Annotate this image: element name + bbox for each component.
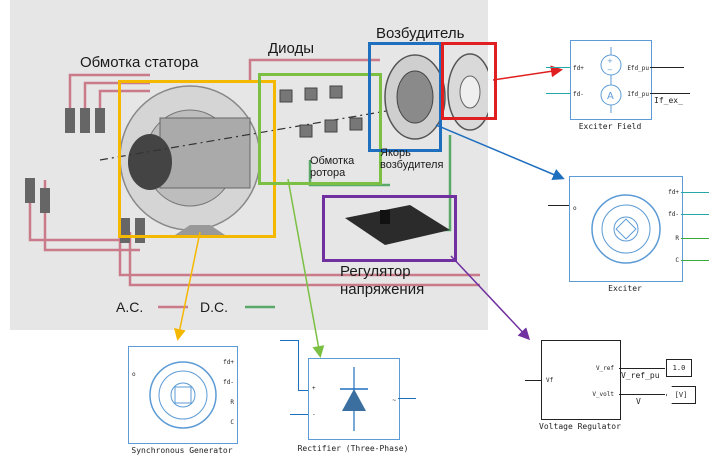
stator-machine xyxy=(119,85,261,235)
regulator-highlight-box xyxy=(322,195,457,262)
rectifier-wire-ac xyxy=(398,398,416,399)
shaft-axis xyxy=(99,94,481,161)
exciter-disc xyxy=(384,53,493,140)
rotor-winding-label: Обмотка ротора xyxy=(310,155,354,179)
exciter-port-left: o xyxy=(573,205,577,212)
rectifier-block[interactable]: + - ~ xyxy=(308,358,400,440)
diode-bridge xyxy=(279,85,363,138)
exciter-field-wire-fdm xyxy=(546,93,570,94)
exciter-field-wire-fdp xyxy=(546,67,570,68)
synchronous-generator-block[interactable]: o fd+ fd- R C xyxy=(128,346,238,444)
exciter-wire-left xyxy=(548,205,569,206)
exciter-field-port-fdm: fd- xyxy=(573,91,584,98)
exciter-field-highlight-box xyxy=(441,42,497,120)
generator-port-fdp: fd+ xyxy=(223,359,234,366)
exciter-field-wire-efd xyxy=(650,67,684,68)
regulator-meas-label: V xyxy=(636,397,641,406)
generator-caption: Synchronous Generator xyxy=(131,446,233,455)
rotor-winding-line2: ротора xyxy=(310,167,346,179)
regulator-caption: Voltage Regulator xyxy=(539,422,621,431)
regulator-wire-vref xyxy=(619,368,665,369)
regulator-board xyxy=(345,205,450,245)
regulator-port-vf: Vf xyxy=(546,377,554,384)
rectifier-wire-minus xyxy=(290,414,308,415)
arrow-rectifier xyxy=(287,178,325,358)
exciter-armature-line1: Якорь xyxy=(380,147,411,159)
exciter-field-signal-label: If_ex_ xyxy=(654,96,683,105)
terminals xyxy=(25,108,145,243)
rotor-winding-line1: Обмотка xyxy=(310,155,355,167)
exciter-wire-fdp xyxy=(681,192,709,193)
legend-dc-label: D.C. xyxy=(200,299,228,315)
stator-label: Обмотка статора xyxy=(80,54,199,71)
svg-text:−: − xyxy=(607,66,613,74)
exciter-field-caption: Exciter Field xyxy=(578,122,642,131)
exciter-wire-fdm xyxy=(681,214,709,215)
exciter-port-c: C xyxy=(675,257,679,264)
regulator-wire-vvolt xyxy=(619,394,665,395)
diodes-label: Диоды xyxy=(268,40,315,57)
rectifier-port-plus: + xyxy=(312,385,316,392)
regulator-meas-tag[interactable]: [V] xyxy=(666,386,696,404)
regulator-line1: Регулятор xyxy=(340,263,411,280)
svg-text:A: A xyxy=(607,91,614,102)
exciter-highlight-box xyxy=(368,42,442,152)
exciter-field-port-ifd: Ifd_pu xyxy=(627,91,649,98)
regulator-ref-label: V_ref_pu xyxy=(621,371,660,380)
exciter-label: Возбудитель xyxy=(376,25,465,42)
voltage-regulator-block[interactable]: Vf V_ref V_volt xyxy=(541,340,621,420)
generator-port-left: o xyxy=(132,371,136,378)
exciter-field-port-efd: Efd_pu xyxy=(627,65,649,72)
regulator-port-vvolt: V_volt xyxy=(592,391,614,398)
generator-symbol xyxy=(149,361,217,429)
machine-drawing xyxy=(25,53,493,309)
regulator-label: Регулятор напряжения xyxy=(340,263,424,299)
arrow-exciter-field xyxy=(492,65,563,81)
regulator-wire-vf xyxy=(525,380,541,381)
generator-port-fdm: fd- xyxy=(223,379,234,386)
exciter-port-fdm: fd- xyxy=(668,211,679,218)
regulator-line2: напряжения xyxy=(340,281,425,298)
rectifier-wire-plus xyxy=(298,390,308,391)
rectifier-caption: Rectifier (Three-Phase) xyxy=(297,444,409,453)
exciter-caption: Exciter xyxy=(608,284,642,293)
exciter-field-block[interactable]: + − A fd+ fd- Efd_pu Ifd_pu xyxy=(570,40,652,120)
exciter-symbol xyxy=(591,194,661,264)
rectifier-port-minus: - xyxy=(312,411,316,418)
generator-port-r: R xyxy=(230,399,234,406)
rectifier-symbol xyxy=(340,367,368,431)
arrow-regulator xyxy=(450,255,531,341)
exciter-field-wire-ifd xyxy=(650,93,690,94)
exciter-port-r: R xyxy=(675,235,679,242)
exciter-wire-r xyxy=(681,238,709,239)
rectifier-wire-top xyxy=(280,340,298,341)
rectifier-wire-top-drop xyxy=(298,340,299,390)
exciter-armature-line2: возбудителя xyxy=(380,159,444,171)
exciter-block[interactable]: o fd+ fd- R C xyxy=(569,176,683,282)
stator-highlight-box xyxy=(118,80,276,238)
legend-ac-label: A.C. xyxy=(116,299,144,315)
diodes-highlight-box xyxy=(258,73,382,185)
exciter-port-fdp: fd+ xyxy=(668,189,679,196)
arrow-generator xyxy=(173,231,201,341)
svg-text:+: + xyxy=(607,57,613,65)
generator-port-c: C xyxy=(230,419,234,426)
exciter-wire-c xyxy=(681,260,709,261)
machine-illustration xyxy=(10,0,493,330)
arrow-exciter xyxy=(435,124,565,181)
rectifier-port-ac: ~ xyxy=(392,397,396,404)
regulator-ref-constant[interactable]: 1.0 xyxy=(666,359,692,377)
regulator-port-vref: V_ref xyxy=(595,365,614,372)
exciter-field-port-fdp: fd+ xyxy=(573,65,584,72)
exciter-field-symbol: + − A xyxy=(600,47,622,113)
exciter-armature-label: Якорь возбудителя xyxy=(380,147,443,171)
